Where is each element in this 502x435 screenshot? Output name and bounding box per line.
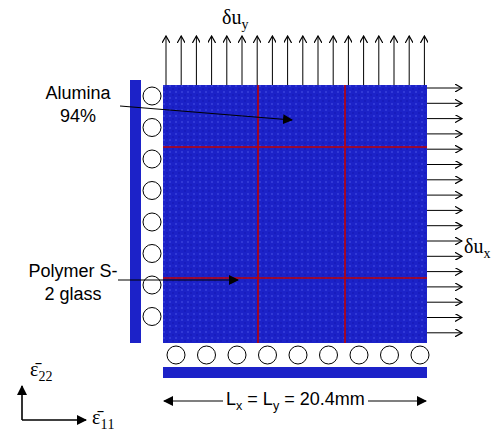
left-support [130, 80, 141, 343]
load-arrow [166, 36, 167, 85]
load-arrow [427, 271, 462, 272]
roller [259, 346, 277, 364]
load-arrow [427, 179, 462, 180]
load-arrow [196, 36, 197, 85]
roller [350, 346, 368, 364]
bottom-support [163, 367, 427, 378]
roller [228, 346, 246, 364]
composite-square [163, 85, 427, 343]
roller [320, 346, 338, 364]
axes [22, 386, 86, 420]
texture [163, 85, 427, 343]
displacement-label: δux [464, 233, 490, 263]
load-arrows [166, 36, 462, 333]
strain-axis-label: ε̄22 [30, 356, 52, 386]
roller [143, 276, 161, 294]
dimension-label: Lx = Ly = 20.4mm [223, 388, 368, 414]
load-arrow [378, 36, 379, 85]
load-arrow [181, 36, 182, 85]
load-arrow [427, 210, 462, 211]
leaders [118, 106, 292, 280]
load-arrow [394, 36, 395, 85]
polymer-lines [163, 85, 427, 343]
load-arrow [333, 36, 334, 85]
load-arrow [272, 36, 273, 85]
roller [167, 346, 185, 364]
roller [289, 346, 307, 364]
roller [411, 346, 429, 364]
load-arrow [302, 36, 303, 85]
load-arrow [211, 36, 212, 85]
load-arrow [424, 36, 425, 85]
material-label: Alumina 94% [38, 82, 118, 129]
load-arrow [257, 36, 258, 85]
load-arrow [242, 36, 243, 85]
load-arrow [427, 225, 462, 226]
load-arrow [427, 302, 462, 303]
load-arrow [226, 36, 227, 85]
roller [198, 346, 216, 364]
roller [143, 182, 161, 200]
rollers [143, 87, 429, 364]
load-arrow [427, 317, 462, 318]
load-arrow [348, 36, 349, 85]
roller [143, 119, 161, 137]
load-arrow [287, 36, 288, 85]
load-arrow [427, 241, 462, 242]
load-arrow [427, 149, 462, 150]
roller [143, 308, 161, 326]
load-arrow [427, 118, 462, 119]
load-arrow [427, 195, 462, 196]
load-arrow [318, 36, 319, 85]
load-arrow [427, 286, 462, 287]
displacement-label: δuy [222, 4, 248, 34]
load-arrow [409, 36, 410, 85]
roller [143, 213, 161, 231]
load-arrow [427, 103, 462, 104]
strain-axis-label: ε̄11 [92, 404, 114, 434]
roller [143, 150, 161, 168]
material-label: Polymer S-2 glass [28, 260, 118, 307]
roller [381, 346, 399, 364]
roller [143, 245, 161, 263]
load-arrow [427, 164, 462, 165]
load-arrow [427, 332, 462, 333]
load-arrow [427, 256, 462, 257]
load-arrow [427, 133, 462, 134]
load-arrow [427, 88, 462, 89]
load-arrow [363, 36, 364, 85]
roller [143, 87, 161, 105]
